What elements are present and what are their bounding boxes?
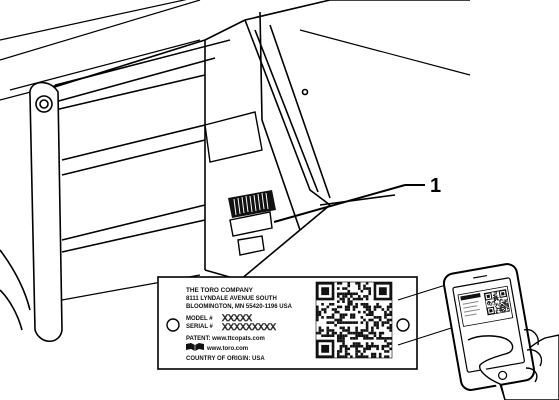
body-decals bbox=[204, 111, 276, 256]
qr-code-icon bbox=[315, 281, 393, 359]
serial-plate: THE TORO COMPANY 8111 LYNDALE AVENUE SOU… bbox=[157, 276, 418, 370]
large-decal bbox=[204, 111, 263, 163]
plate-city: BLOOMINGTON, MN 55420-1196 USA bbox=[186, 304, 293, 310]
mounting-hole-right bbox=[396, 318, 410, 332]
callout-number: 1 bbox=[430, 175, 441, 197]
hand-with-phone bbox=[442, 263, 559, 400]
plate-patent: PATENT: www.ttcopats.com bbox=[186, 336, 265, 342]
plate-origin: COUNTRY OF ORIGIN: USA bbox=[186, 356, 265, 362]
callout-1: 1 bbox=[273, 175, 441, 223]
phone-qr-code-icon bbox=[483, 289, 510, 316]
book-icon bbox=[186, 343, 204, 351]
machine-body bbox=[0, 0, 471, 343]
plate-model-value: XXXXX bbox=[222, 313, 252, 323]
smartphone-icon bbox=[442, 263, 536, 391]
plate-serial-value: XXXXXXXXX bbox=[222, 322, 276, 332]
serial-label-on-machine bbox=[228, 190, 276, 218]
mounting-hole-left bbox=[166, 318, 180, 332]
plate-company: THE TORO COMPANY bbox=[186, 287, 254, 294]
small-decal bbox=[229, 211, 273, 237]
leader-line bbox=[273, 184, 406, 223]
plate-serial-label: SERIAL # bbox=[186, 324, 214, 330]
plate-website: www.toro.com bbox=[206, 346, 248, 352]
plate-model-label: MODEL # bbox=[186, 316, 213, 322]
tiny-decal bbox=[237, 235, 265, 256]
plate-address: 8111 LYNDALE AVENUE SOUTH bbox=[186, 296, 277, 302]
